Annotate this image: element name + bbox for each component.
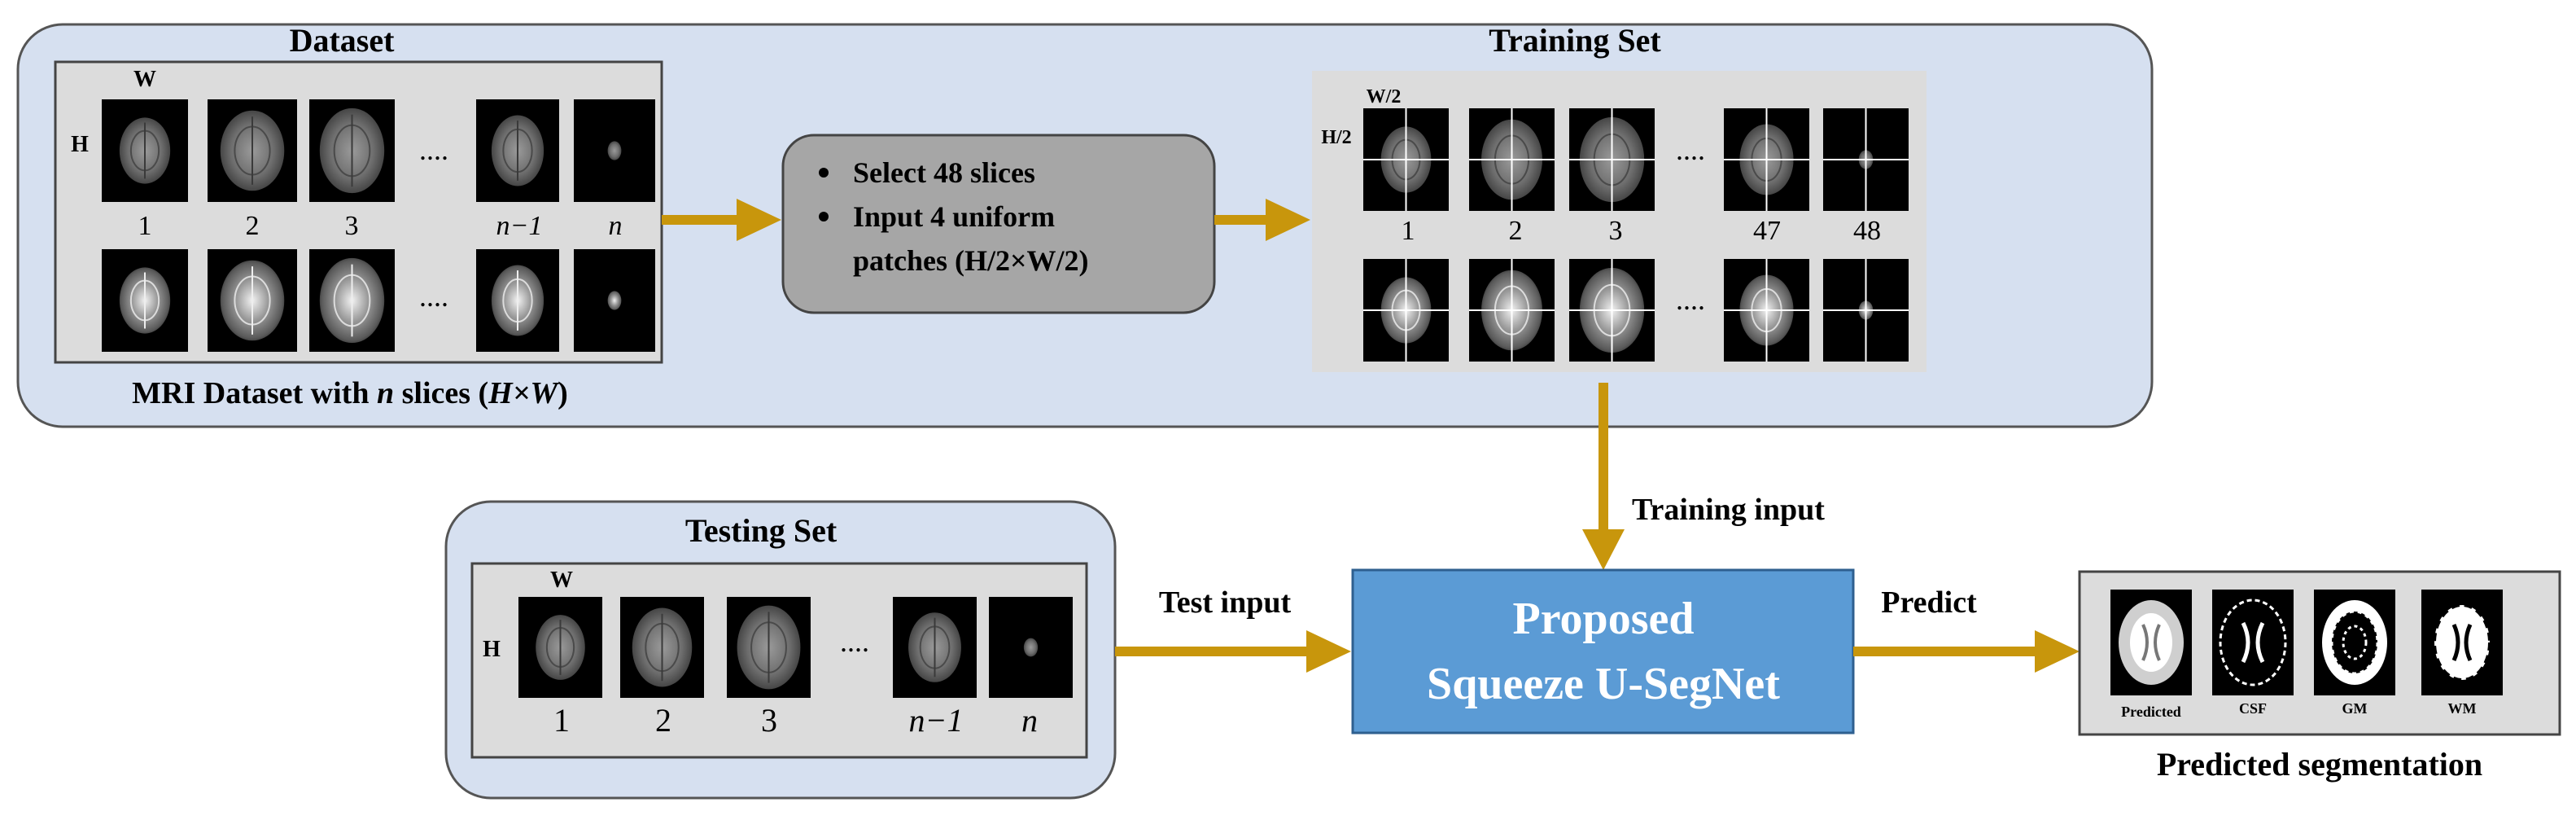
predict-label: Predict xyxy=(1881,585,1977,620)
arrow-test-input-head xyxy=(1306,630,1351,673)
output-label-csf: CSF xyxy=(2239,700,2267,717)
mri-slice-thumb xyxy=(574,249,655,352)
testing-dim-w: W xyxy=(550,568,573,593)
mri-slice-thumb xyxy=(309,99,395,202)
training-slices-row-2 xyxy=(1363,259,1909,362)
dataset-caption-suffix: ) xyxy=(558,376,568,410)
training-ellipsis-row-2: .... xyxy=(1676,283,1705,316)
training-slice-label-48: 48 xyxy=(1853,216,1881,246)
testing-slice-label-2: 2 xyxy=(655,702,671,739)
dataset-ellipsis-row-2: .... xyxy=(419,280,448,313)
mri-slice-thumb xyxy=(476,249,559,352)
dataset-caption-mid: slices ( xyxy=(394,376,488,410)
training-input-label: Training input xyxy=(1632,493,1825,527)
dataset-dim-w: W xyxy=(133,67,156,92)
mri-patch-thumb xyxy=(1823,259,1909,362)
dataset-caption-n: n xyxy=(377,376,394,410)
dataset-slices-row-2 xyxy=(102,249,655,352)
training-title: Training Set xyxy=(1489,22,1661,59)
mri-patch-thumb xyxy=(1569,108,1655,211)
testing-slice-label-1: 1 xyxy=(553,702,570,739)
mri-slice-thumb xyxy=(574,99,655,202)
arrow-predict-head xyxy=(2035,630,2080,673)
output-label-predicted: Predicted xyxy=(2121,704,2181,720)
mri-patch-thumb xyxy=(1569,259,1655,362)
dataset-slice-label-n-minus-1: n−1 xyxy=(496,211,543,241)
mri-patch-thumb xyxy=(1823,108,1909,211)
testing-slice-label-n: n xyxy=(1021,702,1038,739)
dataset-dim-h: H xyxy=(71,132,89,157)
arrow-training-input-head xyxy=(1582,529,1625,570)
training-ellipsis-row-1: .... xyxy=(1676,134,1705,166)
process-bullet-2b: patches (H/2×W/2) xyxy=(853,244,1089,277)
mri-slice-thumb xyxy=(309,249,395,352)
segmentation-thumb xyxy=(2314,590,2395,695)
training-slices-row-1 xyxy=(1363,108,1909,211)
dataset-slices-row-1 xyxy=(102,99,655,202)
training-slice-label-47: 47 xyxy=(1753,216,1781,246)
segmentation-thumb xyxy=(2212,590,2294,695)
dataset-title: Dataset xyxy=(290,22,396,59)
mri-slice-thumb xyxy=(208,249,297,352)
mri-slice-thumb xyxy=(102,99,188,202)
process-bullet-1: Select 48 slices xyxy=(853,156,1035,189)
mri-patch-thumb xyxy=(1724,259,1809,362)
testing-slice-label-n-minus-1: n−1 xyxy=(909,702,964,739)
mri-slice-thumb xyxy=(476,99,559,202)
model-label-line-1: Proposed xyxy=(1513,594,1695,644)
training-dim-w: W/2 xyxy=(1367,86,1402,107)
mri-slice-thumb xyxy=(727,597,811,698)
training-slice-label-1: 1 xyxy=(1402,216,1415,246)
training-slice-label-2: 2 xyxy=(1509,216,1523,246)
process-bullet-2a: Input 4 uniform xyxy=(853,200,1055,233)
mri-patch-thumb xyxy=(1363,108,1449,211)
output-label-gm: GM xyxy=(2342,700,2368,717)
dataset-ellipsis-row-1: .... xyxy=(419,134,448,166)
mri-slice-thumb xyxy=(518,597,602,698)
mri-slice-thumb xyxy=(102,249,188,352)
dataset-slice-label-3: 3 xyxy=(345,211,359,241)
dataset-slice-label-1: 1 xyxy=(138,211,152,241)
mri-slice-thumb xyxy=(989,597,1073,698)
output-caption: Predicted segmentation xyxy=(2157,746,2482,783)
output-images-row xyxy=(2110,590,2503,695)
dataset-slice-label-n: n xyxy=(609,211,623,241)
testing-ellipsis: .... xyxy=(840,625,869,658)
training-slice-label-3: 3 xyxy=(1609,216,1623,246)
mri-patch-thumb xyxy=(1469,108,1555,211)
training-dim-h: H/2 xyxy=(1321,127,1351,148)
dataset-caption-prefix: MRI Dataset with xyxy=(132,376,377,410)
dataset-caption: MRI Dataset with n slices (H×W) xyxy=(132,376,568,410)
mri-patch-thumb xyxy=(1724,108,1809,211)
testing-slices-row xyxy=(518,597,1073,698)
mri-slice-thumb xyxy=(893,597,977,698)
process-bullet-1-dot xyxy=(819,168,829,178)
segmentation-thumb xyxy=(2421,590,2503,695)
model-label-line-2: Squeeze U-SegNet xyxy=(1427,659,1780,709)
mri-slice-thumb xyxy=(208,99,297,202)
process-bullet-2-dot xyxy=(819,212,829,221)
mri-patch-thumb xyxy=(1363,259,1449,362)
testing-dim-h: H xyxy=(483,637,501,662)
segmentation-thumb xyxy=(2110,590,2192,695)
testing-title: Testing Set xyxy=(685,512,838,549)
mri-slice-thumb xyxy=(620,597,704,698)
arrow-process-to-training-head xyxy=(1266,199,1310,241)
dataset-slice-label-2: 2 xyxy=(246,211,260,241)
arrow-dataset-to-process-head xyxy=(737,199,781,241)
dataset-caption-dims: H×W xyxy=(488,376,560,410)
output-label-wm: WM xyxy=(2448,700,2477,717)
testing-slice-label-3: 3 xyxy=(761,702,777,739)
mri-patch-thumb xyxy=(1469,259,1555,362)
test-input-label: Test input xyxy=(1159,585,1292,620)
